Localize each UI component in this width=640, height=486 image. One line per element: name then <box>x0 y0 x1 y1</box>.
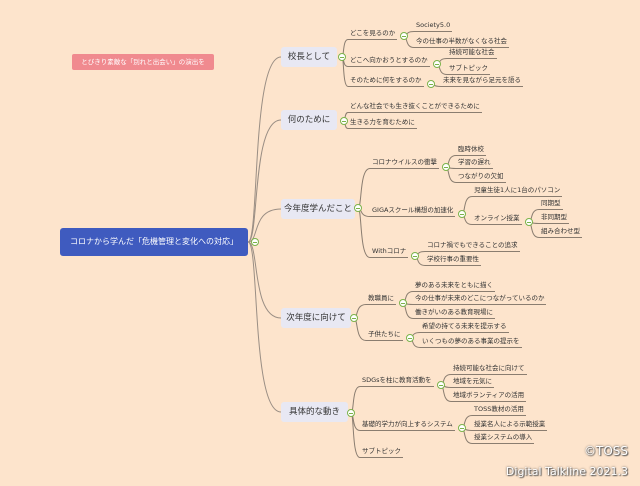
topic-learned[interactable]: 今年度学んだこと <box>281 199 355 219</box>
subtopic[interactable]: 働きがいのある教育現場に <box>413 308 495 319</box>
subtopic[interactable]: 組み合わせ型 <box>539 227 582 238</box>
collapse-toggle-icon[interactable] <box>442 163 450 171</box>
subtopic[interactable]: 子供たちに <box>366 330 403 341</box>
collapse-toggle-icon[interactable] <box>458 424 466 432</box>
subtopic[interactable]: オンライン授業 <box>472 214 522 225</box>
subtopic[interactable]: 学校行事の重要性 <box>425 255 481 266</box>
topic-principal[interactable]: 校長として <box>281 47 337 67</box>
connector-line <box>247 56 282 243</box>
topic-actions[interactable]: 具体的な動き <box>281 402 348 422</box>
subtopic[interactable]: サブトピック <box>360 447 403 458</box>
collapse-toggle-icon[interactable] <box>433 60 441 68</box>
subtopic[interactable]: 学習の遅れ <box>456 158 493 169</box>
subtopic[interactable]: SDGsを柱に教育活動を <box>360 376 434 387</box>
collapse-toggle-icon[interactable] <box>411 252 419 260</box>
collapse-toggle-icon[interactable] <box>399 299 407 307</box>
subtopic[interactable]: サブトピック <box>447 64 490 75</box>
subtopic[interactable]: 基礎的学力が向上するシステム <box>360 420 455 431</box>
collapse-toggle-icon[interactable] <box>347 409 355 417</box>
connector-line <box>247 208 282 243</box>
collapse-toggle-icon[interactable] <box>251 238 259 246</box>
subtopic[interactable]: 持続可能な社会に向けて <box>451 364 527 375</box>
subtopic[interactable]: いくつもの夢のある事業の提示を <box>420 337 522 348</box>
connector-line <box>350 412 361 458</box>
collapse-toggle-icon[interactable] <box>437 381 445 389</box>
subtopic[interactable]: 地域を元気に <box>451 377 494 388</box>
subtopic[interactable]: 教職員に <box>366 294 396 305</box>
collapse-toggle-icon[interactable] <box>338 53 346 61</box>
collapse-toggle-icon[interactable] <box>427 80 435 88</box>
subtopic[interactable]: コロナ禍でもできることの追求 <box>425 241 520 252</box>
collapse-toggle-icon[interactable] <box>525 218 533 226</box>
subtopic[interactable]: 夢のある未来をともに描く <box>413 281 495 292</box>
subtopic[interactable]: 今の仕事の半数がなくなる社会 <box>414 37 509 48</box>
subtopic[interactable]: 同期型 <box>539 199 563 210</box>
subtopic[interactable]: Society5.0 <box>414 21 453 32</box>
collapse-toggle-icon[interactable] <box>340 117 348 125</box>
collapse-toggle-icon[interactable] <box>354 204 362 212</box>
central-topic[interactable]: コロナから学んだ「危機管理と変化への対応」 <box>60 228 248 256</box>
subtopic[interactable]: 授業システムの導入 <box>472 433 535 444</box>
subtopic[interactable]: 生きる力を育むために <box>348 118 417 129</box>
collapse-toggle-icon[interactable] <box>350 314 358 322</box>
topic-next-year[interactable]: 次年度に向けて <box>281 308 351 328</box>
subtopic[interactable]: 授業名人による示範授業 <box>472 420 548 431</box>
connector-line <box>247 241 282 319</box>
subtopic[interactable]: どこへ向かおうとするのか <box>348 56 430 67</box>
subtopic[interactable]: 希望の持てる未来を提示する <box>420 322 509 333</box>
collapse-toggle-icon[interactable] <box>406 334 414 342</box>
connector-line <box>247 119 282 243</box>
subtopic[interactable]: 持続可能な社会 <box>447 48 497 59</box>
brand-text: Digital Talkline 2021.3 <box>505 465 628 478</box>
connector-line <box>247 241 282 413</box>
subtopic[interactable]: 非同期型 <box>539 213 569 224</box>
connector-line <box>357 207 371 258</box>
subtopic[interactable]: 地域ボランティアの活用 <box>451 391 527 402</box>
subtopic[interactable]: TOSS教材の活用 <box>472 405 526 416</box>
topic-purpose[interactable]: 何のために <box>281 110 337 130</box>
connector-line <box>357 168 371 209</box>
subtopic[interactable]: Withコロナ <box>370 247 409 258</box>
subtopic[interactable]: どんな社会でも生き抜くことができるために <box>348 102 482 113</box>
subtopic[interactable]: そのために何をするのか <box>348 76 424 87</box>
subtopic[interactable]: 臨時休校 <box>456 145 486 156</box>
subtopic[interactable]: つながりの欠如 <box>456 172 506 183</box>
collapse-toggle-icon[interactable] <box>400 32 408 40</box>
collapse-toggle-icon[interactable] <box>458 210 466 218</box>
callout-note[interactable]: とびきり素敵な「別れと出会い」の演出を <box>72 54 214 70</box>
subtopic[interactable]: コロナウイルスの衝撃 <box>370 158 439 169</box>
subtopic[interactable]: 児童生徒1人に1台のパソコン <box>472 186 563 197</box>
subtopic[interactable]: 未来を見ながら足元を語る <box>441 76 523 87</box>
copyright-text: ©TOSS <box>583 444 628 458</box>
subtopic[interactable]: 今の仕事が未来のどこにつながっているのか <box>413 294 547 305</box>
subtopic[interactable]: GIGAスクール構想の加速化 <box>370 206 456 217</box>
subtopic[interactable]: どこを見るのか <box>348 29 398 40</box>
